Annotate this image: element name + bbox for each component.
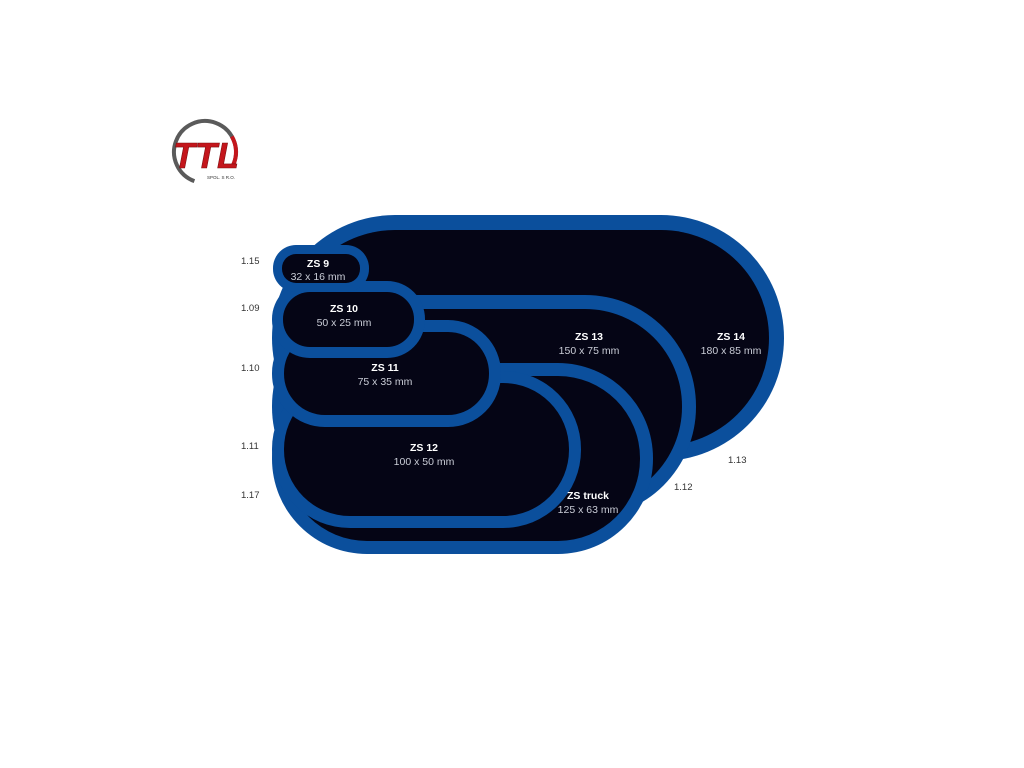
zs14-code: 1.13	[728, 455, 747, 466]
zs10-code: 1.09	[241, 303, 260, 314]
logo-brand: TTL	[173, 135, 239, 176]
zstruck-size: 125 x 63 mm	[558, 504, 619, 516]
zs13-code: 1.12	[674, 482, 693, 493]
zs9-name: ZS 9	[307, 258, 329, 270]
zs14-name: ZS 14	[717, 331, 745, 343]
zs13-name: ZS 13	[575, 331, 603, 343]
zs12-size: 100 x 50 mm	[394, 456, 455, 468]
zstruck-name: ZS truck	[567, 490, 609, 502]
zs11-code: 1.10	[241, 363, 260, 374]
logo-subtitle: SPOL. S R.O.	[207, 175, 235, 180]
patch-zs9	[273, 245, 369, 292]
ttl-logo: TTL SPOL. S R.O.	[172, 119, 239, 185]
zstruck-code: 1.17	[241, 490, 260, 501]
logo-ring-accent-icon	[172, 119, 238, 185]
zs9-size: 32 x 16 mm	[291, 271, 346, 283]
zs12-name: ZS 12	[410, 442, 438, 454]
zs11-name: ZS 11	[371, 362, 399, 374]
zs14-size: 180 x 85 mm	[701, 345, 762, 357]
zs12-code: 1.11	[241, 441, 259, 452]
zs10-size: 50 x 25 mm	[317, 317, 372, 329]
zs10-name: ZS 10	[330, 303, 358, 315]
zs9-code: 1.15	[241, 256, 260, 267]
patch-zs10	[272, 281, 425, 358]
zs11-size: 75 x 35 mm	[358, 376, 413, 388]
zs13-size: 150 x 75 mm	[559, 345, 620, 357]
